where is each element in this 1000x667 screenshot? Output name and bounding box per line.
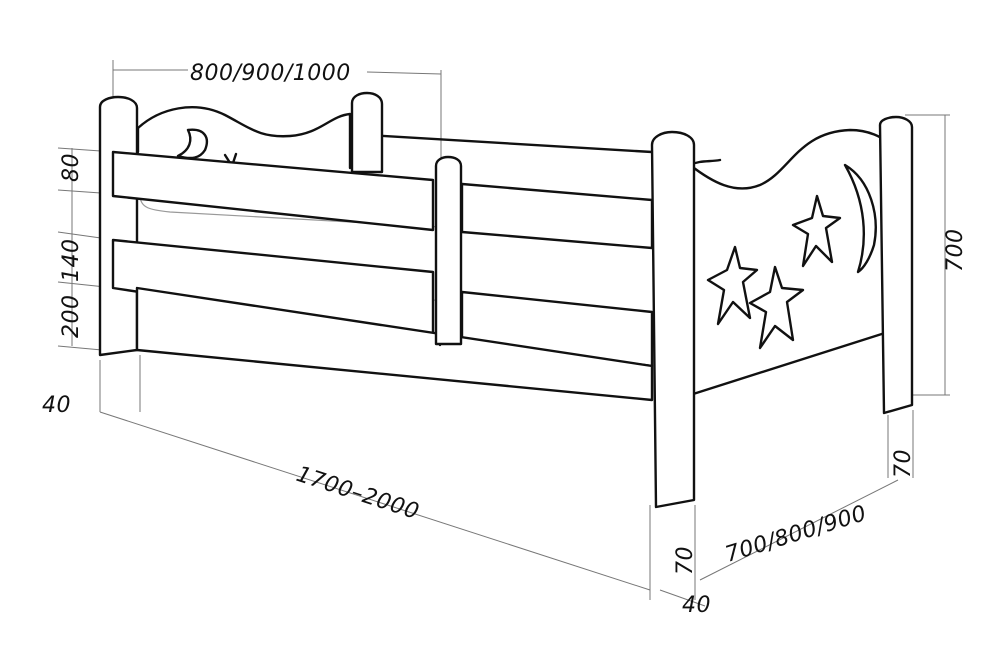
front-rail-top (111, 150, 654, 250)
base-height-label: 200 (59, 295, 84, 339)
footboard-post-back (878, 115, 914, 415)
width-label: 700/800/900 (722, 501, 869, 568)
leg-back-height-label: 70 (891, 449, 916, 478)
leg-bottom-thickness-label: 40 (682, 593, 711, 618)
leg-thickness-left-label: 40 (42, 393, 71, 418)
back-rail (365, 133, 654, 170)
footboard-panel (688, 128, 890, 397)
dimension-guides (57, 60, 950, 607)
rail-gap-height-label: 140 (59, 239, 84, 283)
middle-guard-post (434, 155, 463, 346)
length-label: 1700–2000 (293, 462, 422, 525)
rail-top-height-label: 80 (59, 153, 84, 182)
headboard-width-label: 800/900/1000 (190, 61, 351, 86)
leg-front-height-label: 70 (673, 546, 698, 575)
left-post-back (350, 91, 384, 174)
moon-cutout (843, 163, 877, 274)
left-post-front (98, 95, 139, 357)
star-cutouts (706, 194, 842, 350)
footboard-post-front (650, 130, 696, 509)
total-height-label: 700 (943, 229, 968, 273)
